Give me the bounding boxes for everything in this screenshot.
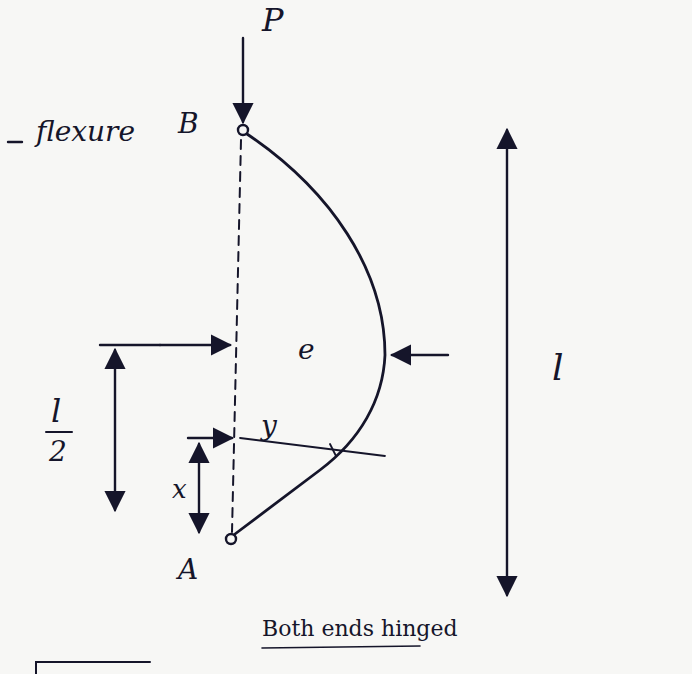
load-label: P: [262, 4, 284, 36]
fraction-denominator: 2: [49, 438, 67, 466]
flexure-label: flexure: [36, 118, 135, 146]
y-dimension-line: [240, 438, 385, 456]
distance-label: x: [172, 476, 187, 502]
hinge-a: [226, 534, 236, 544]
y-dimension-arrow: [188, 437, 232, 439]
dimension-line: [100, 344, 160, 346]
length-label: l: [552, 350, 564, 386]
end-label: B: [178, 110, 199, 138]
tick: [330, 444, 336, 456]
box-corner: [36, 662, 150, 674]
dash: [8, 141, 22, 143]
eccentricity-label: e: [298, 336, 315, 364]
support-note: Both ends hinged: [262, 618, 458, 640]
deflected-column: [235, 134, 385, 534]
half-length-dimension: [114, 350, 116, 510]
e-arrow: [392, 354, 448, 356]
x-dimension: [198, 444, 200, 532]
underline: [262, 646, 420, 648]
end-label: A: [178, 556, 198, 584]
length-label: l: [51, 395, 61, 427]
column-axis: [232, 140, 241, 532]
length-dimension: [506, 130, 508, 595]
fraction-bar: [46, 431, 72, 433]
e-dimension-arrow: [160, 344, 230, 346]
deflection-label: y: [261, 412, 277, 440]
load-arrow: [242, 38, 244, 122]
hinge-b: [238, 125, 248, 135]
